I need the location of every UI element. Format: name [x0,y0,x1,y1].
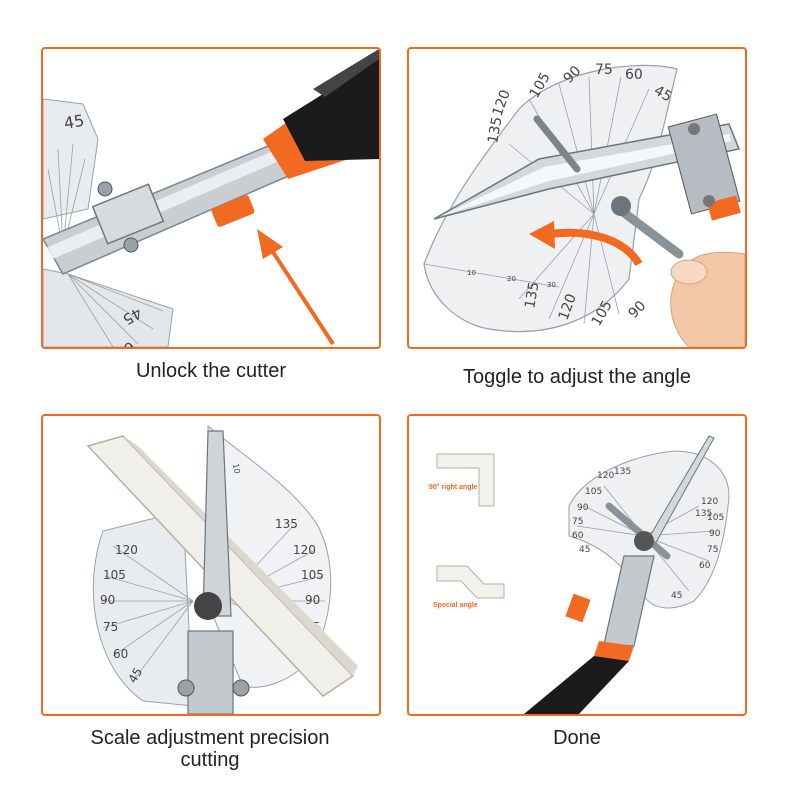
scale-label: 45 [671,591,682,601]
guide-bar [605,502,671,560]
scale-label: 45 [651,83,674,106]
scale-label: 135 [614,467,631,477]
precision-cutting-illustration: 120 105 90 75 60 45 135 120 105 90 75 10 [86,424,358,714]
bracket [91,183,165,245]
caption-line: Scale adjustment precision [90,727,330,749]
scale-label: 60 [699,561,711,571]
guide-slot [533,115,581,173]
rotate-arrow-head [529,221,555,249]
rotate-arrow [548,228,643,267]
ruler-label: 10 [467,269,476,277]
left-scale-plate [92,510,194,707]
scale-label: 105 [707,513,724,523]
tool-shaft [187,630,234,714]
scale-label: 120 [597,471,614,481]
blade [202,430,232,617]
pivot [634,531,654,551]
pivot [611,196,631,216]
scale-label: 105 [585,487,602,497]
caption-precision: Scale adjustment precision cutting [30,727,390,771]
special-angle-label: Special angle [433,602,478,609]
scale-label: 75 [707,545,718,555]
step-precision-image: 120 105 90 75 60 45 135 120 105 90 75 10 [41,414,381,716]
right-angle-sample [436,453,495,507]
rivet [123,237,139,253]
done-illustration: 120 105 90 75 60 45 135 120 105 90 75 60… [436,435,730,714]
toggle-angle-illustration: 120 105 90 75 60 45 135 135 120 105 90 1… [423,62,745,347]
scale-label: 60 [112,338,138,347]
step-toggle-image: 120 105 90 75 60 45 135 135 120 105 90 1… [407,47,747,349]
caption-done: Done [553,727,601,749]
scale-label: 60 [113,647,128,661]
scale-label: 105 [103,568,126,582]
ruler-label: 20 [507,275,516,283]
arrow-line [269,247,335,346]
scale-label: 90 [305,593,320,607]
handle-collar [594,641,634,661]
handle-grip [283,59,379,161]
scale-label: 90 [626,298,650,322]
scale-label: 75 [103,620,118,634]
lock-button [707,195,741,221]
scale-label: 90 [709,529,721,539]
scale-label: 135 [695,509,712,519]
caption-unlock: Unlock the cutter [135,360,287,382]
handle-grip [524,656,629,714]
scale-label: 120 [115,543,138,557]
scale-label: 105 [301,568,324,582]
pivot [194,592,222,620]
rivet [97,181,113,197]
angle-scale-plate [568,450,730,609]
lock-button [565,593,591,623]
scale-label: 45 [125,665,145,685]
toggle-lever [614,204,684,259]
scale-label: 120 [701,497,718,507]
lock-button [211,195,255,227]
lower-scale-plate [43,268,174,347]
scale-label: 120 [490,88,514,119]
scale-label: 120 [293,543,316,557]
scale-label: 45 [579,545,590,555]
scale-label: 45 [62,111,85,133]
scale-label: 75 [595,62,613,78]
caption-toggle: Toggle to adjust the angle [463,366,691,388]
fingertip [670,259,708,285]
scale-label: 75 [572,517,583,527]
ruler-label: 10 [231,463,242,475]
scale-label: 135 [522,281,542,310]
tool-shaft [603,555,655,647]
step-unlock-image: 45 45 60 [41,47,381,349]
scale-label: 135 [275,517,298,531]
special-angle-sample [436,565,505,599]
right-angle-label: 90° right angle [429,484,478,491]
scale-label: 60 [625,67,643,83]
angle-scale-plate [43,98,99,220]
scale-label: 90 [100,593,115,607]
arrow-head [257,229,283,259]
scale-label: 90 [577,503,589,513]
ruler-label: 30 [547,281,556,289]
caption-line: cutting [180,749,240,771]
scale-label: 135 [485,116,505,145]
scale-label: 60 [572,531,584,541]
unlock-cutter-illustration: 45 45 60 [43,49,379,347]
angle-scale-plate [423,64,678,333]
step-done-image: 120 105 90 75 60 45 135 120 105 90 75 60… [407,414,747,716]
